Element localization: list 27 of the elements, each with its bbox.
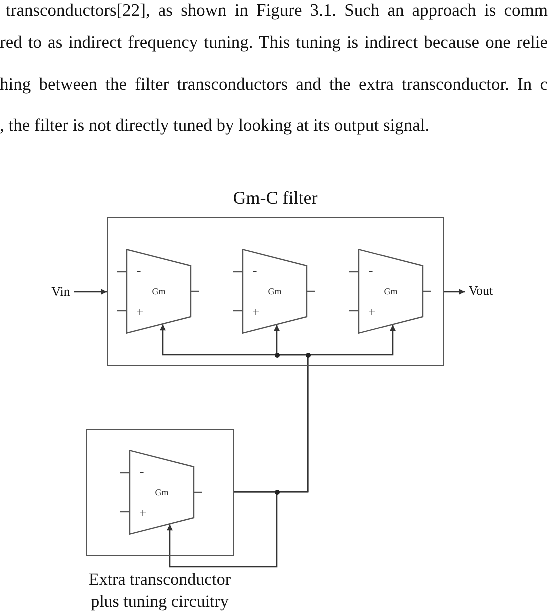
block-caption: Extra transconductor plus tuning circuitry [88,569,232,613]
paragraph-text-line: transconductors[22], as shown in Figure 3.1. Such an approach is comm [6,0,548,20]
minus-sign: - [140,466,144,480]
arrow [167,491,278,568]
arrow [74,289,107,295]
paragraph-text-line: , the filter is not directly tuned by looking at its output signal. [0,115,430,135]
paragraph-text-line: red to as indirect frequency tuning. This tuning is indirect because one relie [0,32,548,52]
plus-sign: + [368,306,376,318]
gain-label: Gm [384,288,398,296]
plus-sign: + [136,306,144,318]
paragraph-text-line: hing between the filter transconductors and the extra transconductor. In c [0,74,548,94]
plus-sign: + [139,506,147,520]
signal-label: Vout [465,281,497,301]
signal-label: Vin [48,282,74,302]
transconductor-symbol [120,450,202,535]
minus-sign: - [252,265,258,279]
gain-label: Gm [152,288,166,296]
gain-label: Gm [268,288,282,296]
arrow [444,289,465,295]
transconductor-symbol [349,249,431,334]
block-title: Gm-C filter [233,187,318,209]
plus-sign: + [252,306,260,318]
minus-sign: - [136,265,142,279]
transconductor-symbol [117,249,199,334]
gain-label: Gm [155,488,169,498]
minus-sign: - [368,265,374,279]
transconductor-symbol [233,249,315,334]
